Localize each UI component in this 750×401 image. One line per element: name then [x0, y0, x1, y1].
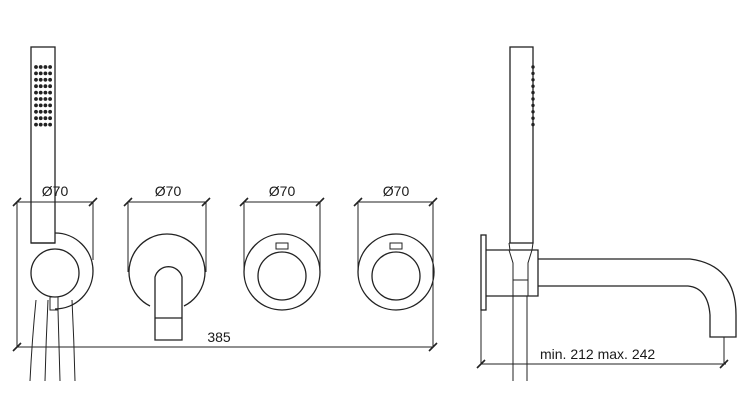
diameter-label-4: Ø70: [383, 183, 410, 199]
hand-shower-front: [30, 46, 56, 244]
nozzle-dot: [531, 84, 535, 88]
nozzle-dot: [531, 65, 535, 69]
nozzle-dot: [531, 110, 535, 114]
nozzle-dot: [34, 84, 38, 89]
wall-plate-side: [480, 234, 539, 311]
nozzle-dot: [48, 65, 52, 69]
nozzle-dot: [48, 103, 52, 108]
spout-side: [538, 258, 737, 338]
nozzle-dot: [34, 109, 38, 114]
nozzle-dot: [38, 77, 43, 82]
diameter-label-2: Ø70: [155, 183, 182, 199]
nozzle-dot: [531, 71, 535, 76]
nozzle-dot: [43, 71, 48, 76]
shower-outlet-plate: [29, 232, 94, 382]
diameter-label-3: Ø70: [269, 183, 296, 199]
diameter-label-1: Ø70: [42, 183, 69, 199]
nozzle-dot: [38, 90, 43, 95]
nozzle-dot: [34, 77, 38, 82]
nozzle-dot: [38, 109, 43, 114]
nozzle-dot: [38, 122, 43, 127]
nozzle-dot: [34, 71, 38, 76]
hose-side: [512, 296, 528, 381]
projection-label: min. 212 max. 242: [540, 346, 655, 362]
nozzle-dot: [38, 103, 43, 108]
nozzle-dot: [38, 97, 43, 101]
dimension-lines: [12, 197, 438, 352]
shower-nozzles-side: [531, 65, 535, 127]
side-view: min. 212 max. 242: [476, 46, 737, 381]
nozzle-dot: [531, 78, 535, 82]
nozzle-dot: [43, 65, 48, 69]
nozzle-dot: [34, 122, 38, 127]
nozzle-dot: [48, 122, 52, 127]
nozzle-dot: [34, 103, 38, 108]
nozzle-dot: [531, 97, 535, 101]
nozzle-dot: [531, 116, 535, 120]
nozzle-dot: [38, 84, 43, 89]
nozzle-dot: [43, 84, 48, 89]
thermostat-plate-1: [243, 233, 321, 311]
nozzle-dot: [38, 65, 43, 69]
nozzle-dot: [48, 71, 52, 76]
spout-diverter-plate: [128, 233, 206, 341]
nozzle-dot: [43, 109, 48, 114]
nozzle-dot: [531, 122, 535, 127]
thermostat-plate-2: [357, 233, 435, 311]
nozzle-dot: [34, 116, 38, 121]
nozzle-dot: [34, 90, 38, 95]
nozzle-dot: [43, 97, 48, 101]
nozzle-dot: [48, 109, 52, 114]
nozzle-dot: [43, 122, 48, 127]
nozzle-dot: [48, 84, 52, 89]
nozzle-dot: [531, 90, 535, 95]
nozzle-dot: [48, 90, 52, 95]
front-view: Ø70 Ø70 Ø70 Ø70 385: [12, 46, 438, 382]
projection-dimension: [476, 310, 729, 369]
nozzle-dot: [43, 77, 48, 82]
nozzle-dot: [43, 116, 48, 121]
nozzle-dot: [48, 77, 52, 82]
nozzle-dot: [38, 116, 43, 121]
nozzle-dot: [43, 90, 48, 95]
nozzle-dot: [531, 103, 535, 108]
hand-shower-side: [509, 46, 535, 244]
overall-width-label: 385: [207, 329, 231, 345]
nozzle-dot: [48, 97, 52, 101]
nozzle-dot: [38, 71, 43, 76]
nozzle-dot: [48, 116, 52, 121]
shower-nozzles: [34, 65, 52, 127]
nozzle-dot: [43, 103, 48, 108]
nozzle-dot: [34, 97, 38, 101]
nozzle-dot: [34, 65, 38, 69]
